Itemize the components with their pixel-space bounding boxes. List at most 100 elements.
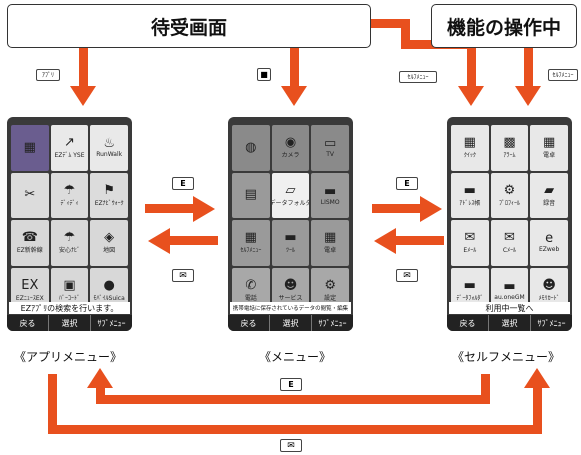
tile-icon: ◉ xyxy=(284,135,297,151)
menu-tile[interactable]: ◉カメラ xyxy=(271,125,310,171)
tile-label: ﾂｰﾙ xyxy=(285,247,295,255)
menu-tile[interactable]: ⚙ﾌﾟﾛﾌｨｰﾙ xyxy=(490,172,529,218)
menu-tile[interactable]: ▦ｾﾙﾌﾒﾆｭｰ xyxy=(232,220,270,266)
select-softkey[interactable]: 選択 xyxy=(488,315,530,331)
tile-icon: e xyxy=(545,231,554,247)
menu-tile[interactable]: ▬ﾂｰﾙ xyxy=(271,220,310,266)
in-operation-label: 機能の操作中 xyxy=(446,16,561,39)
tile-icon: ☻ xyxy=(283,277,298,293)
tile-label: Cﾒｰﾙ xyxy=(502,247,517,255)
menu-softkeys: 戻る 選択 ｻﾌﾞﾒﾆｭｰ xyxy=(228,315,353,331)
tile-label: EZ新幹線 xyxy=(16,247,43,255)
tile-icon: ↗ xyxy=(64,135,75,151)
tile-label: 録音 xyxy=(543,199,556,207)
tile-label: RunWalk xyxy=(96,151,123,159)
self-menu-caption: 《セルフメニュー》 xyxy=(452,350,561,364)
tile-icon: ✂ xyxy=(24,187,36,203)
arrow-menu-to-app-menu xyxy=(148,228,218,254)
clear-key-icon: E xyxy=(180,179,186,188)
menu-key-icon: ■ xyxy=(260,70,268,79)
tile-label: ﾓﾊﾞｲﾙSuica xyxy=(93,294,125,302)
tile-label: 設定 xyxy=(324,294,337,302)
menu-tile[interactable]: ↗EZﾃﾞﾑ YSE xyxy=(50,125,89,171)
menu-tile[interactable]: ▬ｱﾄﾞﾚｽ帳 xyxy=(451,172,489,218)
tile-icon: ◈ xyxy=(104,230,115,246)
tile-icon: ▭ xyxy=(324,136,337,152)
mail-key-left: ✉ xyxy=(172,269,194,282)
submenu-softkey[interactable]: ｻﾌﾞﾒﾆｭｰ xyxy=(311,315,353,331)
back-softkey[interactable]: 戻る xyxy=(240,318,257,328)
select-softkey[interactable]: 選択 xyxy=(269,315,311,331)
menu-tile[interactable]: ◈地図 xyxy=(90,220,128,266)
tile-label: EZﾅﾋﾞｳｫｰｸ xyxy=(94,199,124,207)
menu-tile[interactable]: ▭TV xyxy=(311,125,349,171)
tile-icon: ▬ xyxy=(284,230,297,246)
clear-key-icon: E xyxy=(404,179,410,188)
menu-tile[interactable]: ✉Cﾒｰﾙ xyxy=(490,220,529,266)
tile-label: LISMO xyxy=(320,198,340,206)
tile-label: Eﾒｰﾙ xyxy=(463,247,477,255)
menu-grid: ◍◉カメラ▭TV▤▱データフォルダ▬LISMO▦ｾﾙﾌﾒﾆｭｰ▬ﾂｰﾙ▦電卓✆電… xyxy=(232,125,349,313)
select-softkey[interactable]: 選択 xyxy=(48,315,90,331)
arrow-standby-to-app-menu xyxy=(70,48,96,106)
menu-tile[interactable]: ✂ xyxy=(11,172,49,218)
menu-tile[interactable]: ▩ｱﾗｰﾑ xyxy=(490,125,529,171)
arrow-menu-to-self-menu xyxy=(372,196,442,222)
tile-label: ｸｲｯｸ xyxy=(463,152,476,160)
self-menu-key-right: ｾﾙﾌﾒﾆｭｰ xyxy=(548,69,578,81)
tile-label: ﾃﾞｰﾀﾌｫﾙﾀﾞ xyxy=(456,294,484,302)
tile-icon: ☻ xyxy=(542,277,556,293)
mail-key-bottom: ✉ xyxy=(280,439,302,452)
tile-label: ﾒﾓﾘｶｰﾄﾞ xyxy=(538,294,560,302)
submenu-softkey[interactable]: ｻﾌﾞﾒﾆｭｰ xyxy=(530,315,572,331)
tile-icon: ▬ xyxy=(324,183,337,199)
menu-tile[interactable]: ☎EZ新幹線 xyxy=(11,220,49,266)
menu-tile[interactable]: ▰録音 xyxy=(530,172,568,218)
mail-key-right: ✉ xyxy=(396,269,418,282)
arrow-app-to-self-outer xyxy=(48,368,550,434)
menu-tile[interactable]: ▱データフォルダ xyxy=(271,172,310,218)
menu-tile[interactable]: ♨RunWalk xyxy=(90,125,128,171)
clear-key-left: E xyxy=(172,177,194,190)
tile-label: カメラ xyxy=(281,152,300,160)
tile-icon: EX xyxy=(21,277,39,293)
tile-icon: ◍ xyxy=(245,139,257,155)
tile-label: au.oneGM xyxy=(494,293,525,301)
tile-icon: ▦ xyxy=(23,139,36,155)
tile-icon: ▱ xyxy=(285,182,296,198)
tile-label: EZﾆｭｰｽEX xyxy=(15,294,44,302)
menu-tile[interactable]: ▦ｸｲｯｸ xyxy=(451,125,489,171)
submenu-softkey[interactable]: ｻﾌﾞﾒﾆｭｰ xyxy=(90,315,132,331)
standby-screen-label: 待受画面 xyxy=(150,16,227,39)
self-menu-softkeys: 戻る 選択 ｻﾌﾞﾒﾆｭｰ xyxy=(447,315,572,331)
self-menu-screen: ▦ｸｲｯｸ▩ｱﾗｰﾑ▦電卓 ▬ｱﾄﾞﾚｽ帳⚙ﾌﾟﾛﾌｨｰﾙ▰録音 ✉Eﾒｰﾙ✉Cﾒｰ… xyxy=(447,117,572,331)
menu-tile[interactable]: ⚑EZﾅﾋﾞｳｫｰｸ xyxy=(90,172,128,218)
tile-label: データフォルダ xyxy=(271,199,310,207)
back-softkey[interactable]: 戻る xyxy=(19,318,36,328)
arrow-self-to-app-inner xyxy=(87,368,490,404)
app-menu-caption: 《アプリメニュー》 xyxy=(14,350,123,364)
menu-tile[interactable]: ▤ xyxy=(232,172,270,218)
tile-label: ﾃﾞｨﾃﾞｨ xyxy=(60,199,79,207)
menu-tile[interactable]: ☂ﾃﾞｨﾃﾞｨ xyxy=(50,172,89,218)
menu-key: ■ xyxy=(257,68,271,81)
app-menu-softkeys: 戻る 選択 ｻﾌﾞﾒﾆｭｰ xyxy=(7,315,132,331)
tile-label: ﾌﾟﾛﾌｨｰﾙ xyxy=(498,199,520,207)
menu-tile[interactable]: ☂安心ﾅﾋﾞ xyxy=(50,220,89,266)
back-softkey[interactable]: 戻る xyxy=(459,318,476,328)
menu-tile[interactable]: ▬LISMO xyxy=(311,172,349,218)
arrow-operation-to-self-menu xyxy=(515,48,541,106)
menu-tile[interactable]: ▦電卓 xyxy=(311,220,349,266)
standby-screen-banner: 待受画面 xyxy=(7,4,371,48)
tile-label: TV xyxy=(326,151,335,159)
menu-tile[interactable]: ▦電卓 xyxy=(530,125,568,171)
app-key: ｱﾌﾟﾘ xyxy=(36,69,60,81)
menu-tile[interactable]: ✉Eﾒｰﾙ xyxy=(451,220,489,266)
menu-caption: 《メニュー》 xyxy=(259,350,332,364)
tile-icon: ☂ xyxy=(63,230,76,246)
menu-tile[interactable]: ◍ xyxy=(232,125,270,171)
menu-tile[interactable]: ▦ xyxy=(11,125,49,171)
arrow-self-menu-to-menu xyxy=(374,228,444,254)
tile-label: ﾊﾞｰｺｰﾄﾞ xyxy=(58,294,80,302)
